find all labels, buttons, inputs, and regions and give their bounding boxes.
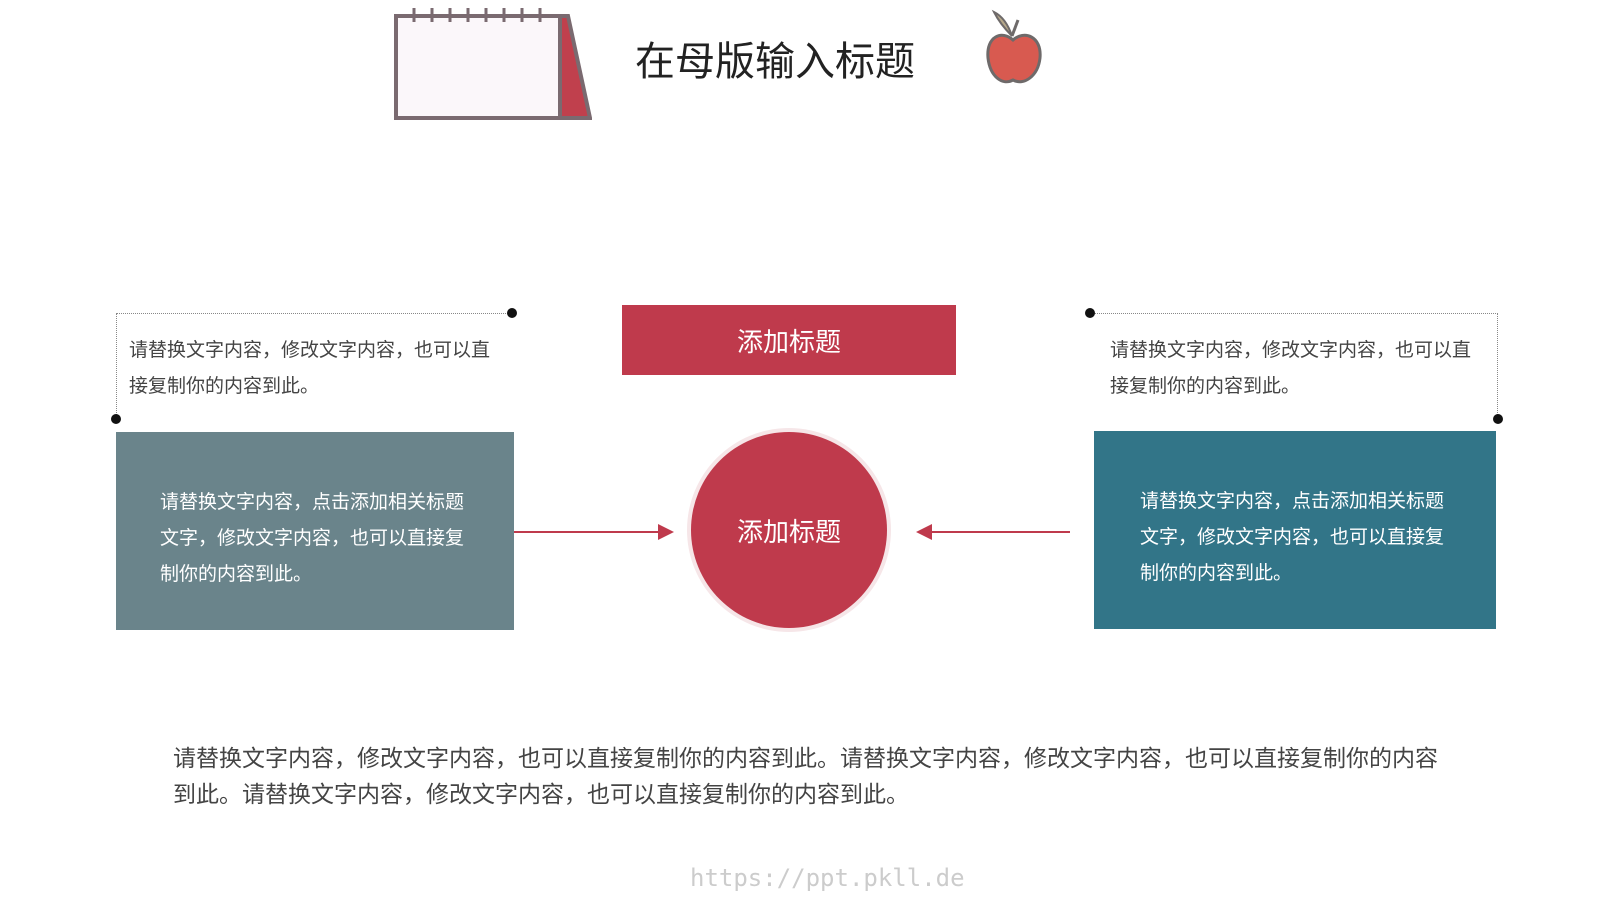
content-box-left-text: 请替换文字内容，点击添加相关标题文字，修改文字内容，也可以直接复制你的内容到此。 bbox=[160, 491, 465, 585]
title-bar: 添加标题 bbox=[622, 305, 956, 375]
note-left-text: 请替换文字内容，修改文字内容，也可以直接复制你的内容到此。 bbox=[129, 339, 491, 397]
connector-dot bbox=[1085, 308, 1095, 318]
note-right-text: 请替换文字内容，修改文字内容，也可以直接复制你的内容到此。 bbox=[1110, 339, 1472, 397]
connector-dot bbox=[507, 308, 517, 318]
content-box-right-text: 请替换文字内容，点击添加相关标题文字，修改文字内容，也可以直接复制你的内容到此。 bbox=[1140, 490, 1445, 584]
watermark: https://ppt.pkll.de bbox=[690, 864, 965, 892]
body-paragraph: 请替换文字内容，修改文字内容，也可以直接复制你的内容到此。请替换文字内容，修改文… bbox=[173, 746, 1438, 808]
apple-icon bbox=[986, 9, 1042, 84]
page-title: 在母版输入标题 bbox=[635, 39, 915, 85]
connector-dot bbox=[1493, 414, 1503, 424]
note-left: 请替换文字内容，修改文字内容，也可以直接复制你的内容到此。 bbox=[116, 313, 512, 419]
center-circle: 添加标题 bbox=[691, 432, 887, 628]
arrow-left-icon bbox=[916, 524, 1070, 540]
content-box-right: 请替换文字内容，点击添加相关标题文字，修改文字内容，也可以直接复制你的内容到此。 bbox=[1094, 431, 1496, 629]
calendar-icon bbox=[394, 8, 592, 120]
connector-dot bbox=[111, 414, 121, 424]
note-right: 请替换文字内容，修改文字内容，也可以直接复制你的内容到此。 bbox=[1090, 313, 1498, 419]
title-bar-label: 添加标题 bbox=[736, 327, 841, 358]
center-circle-label: 添加标题 bbox=[736, 517, 841, 548]
arrow-right-icon bbox=[514, 524, 674, 540]
content-box-left: 请替换文字内容，点击添加相关标题文字，修改文字内容，也可以直接复制你的内容到此。 bbox=[116, 432, 514, 630]
